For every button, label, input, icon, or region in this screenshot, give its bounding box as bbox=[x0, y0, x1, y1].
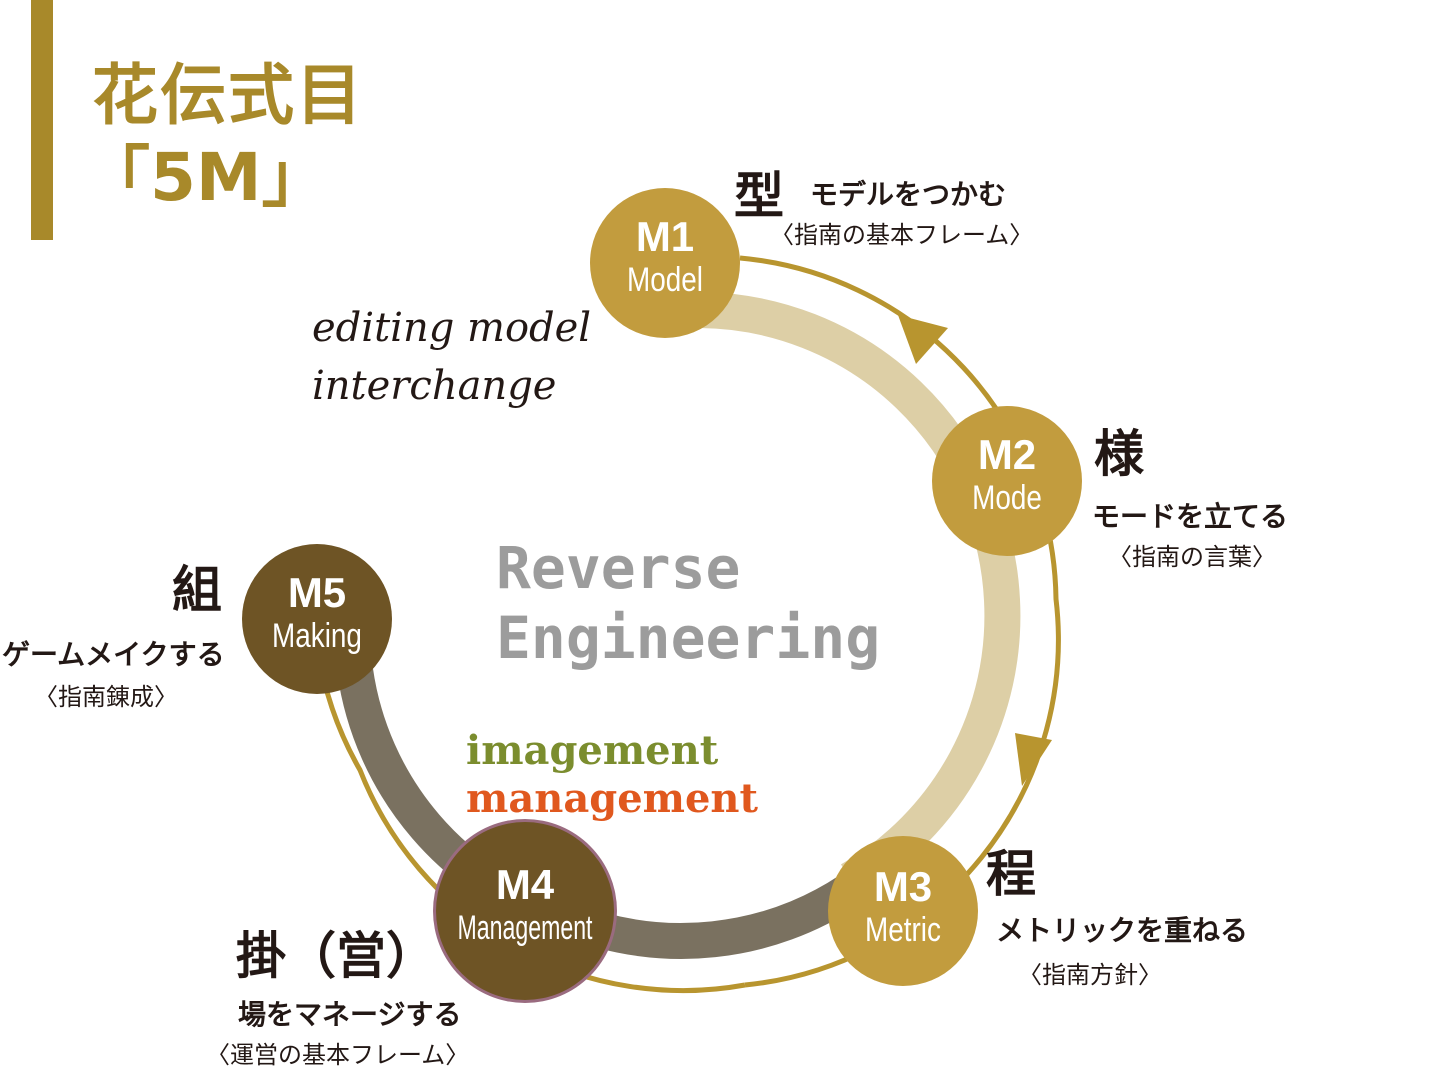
node-m5: M5 Making bbox=[242, 544, 392, 694]
m2-verb: モードを立てる bbox=[1092, 500, 1289, 533]
management-label: management bbox=[466, 775, 758, 822]
node-name: Management bbox=[457, 909, 593, 947]
m3-kanji: 程 bbox=[986, 845, 1036, 903]
node-code: M1 bbox=[635, 213, 695, 260]
node-code: M3 bbox=[873, 863, 933, 910]
node-m1: M1 Model bbox=[590, 188, 740, 338]
node-name: Mode bbox=[972, 479, 1042, 517]
node-m3: M3 Metric bbox=[828, 836, 978, 986]
m4-sub: 〈運営の基本フレーム〉 bbox=[206, 1041, 470, 1069]
node-code: M5 bbox=[287, 569, 347, 616]
m5-verb: ゲームメイクする bbox=[2, 638, 225, 671]
m2-sub: 〈指南の言葉〉 bbox=[1108, 543, 1276, 571]
m1-kanji: 型 bbox=[734, 167, 784, 225]
m5-kanji: 組 bbox=[172, 561, 222, 619]
m1-verb: モデルをつかむ bbox=[810, 178, 1007, 211]
m4-verb: 場をマネージする bbox=[238, 998, 462, 1031]
node-name: Model bbox=[627, 261, 703, 299]
script-text-line1: editing model bbox=[312, 305, 592, 351]
arrowhead-m1-m2 bbox=[898, 315, 948, 364]
node-m2: M2 Mode bbox=[932, 406, 1082, 556]
arrowhead-m2-m3 bbox=[1015, 733, 1052, 786]
node-name: Making bbox=[272, 617, 362, 655]
m1-sub: 〈指南の基本フレーム〉 bbox=[770, 221, 1034, 249]
m3-sub: 〈指南方針〉 bbox=[1018, 961, 1162, 989]
m3-verb: メトリックを重ねる bbox=[996, 914, 1249, 947]
node-name: Metric bbox=[865, 911, 941, 949]
script-text-line2: interchange bbox=[312, 363, 557, 409]
imagement-label: imagement bbox=[466, 727, 719, 774]
page-title: 花伝式目 bbox=[92, 57, 364, 134]
inner-arc-light bbox=[699, 292, 1021, 896]
m4-kanji: 掛（営） bbox=[236, 927, 436, 985]
center-text-line2: Engineering bbox=[496, 604, 881, 672]
node-m4: M4 Management bbox=[436, 822, 614, 1000]
node-code: M2 bbox=[977, 431, 1037, 478]
m2-kanji: 様 bbox=[1094, 425, 1144, 483]
center-text-line1: Reverse bbox=[496, 534, 741, 602]
title-accent-bar bbox=[31, 0, 53, 240]
m5-sub: 〈指南錬成〉 bbox=[34, 683, 178, 711]
node-code: M4 bbox=[495, 861, 555, 908]
page-subtitle: 「5M」 bbox=[84, 139, 328, 216]
